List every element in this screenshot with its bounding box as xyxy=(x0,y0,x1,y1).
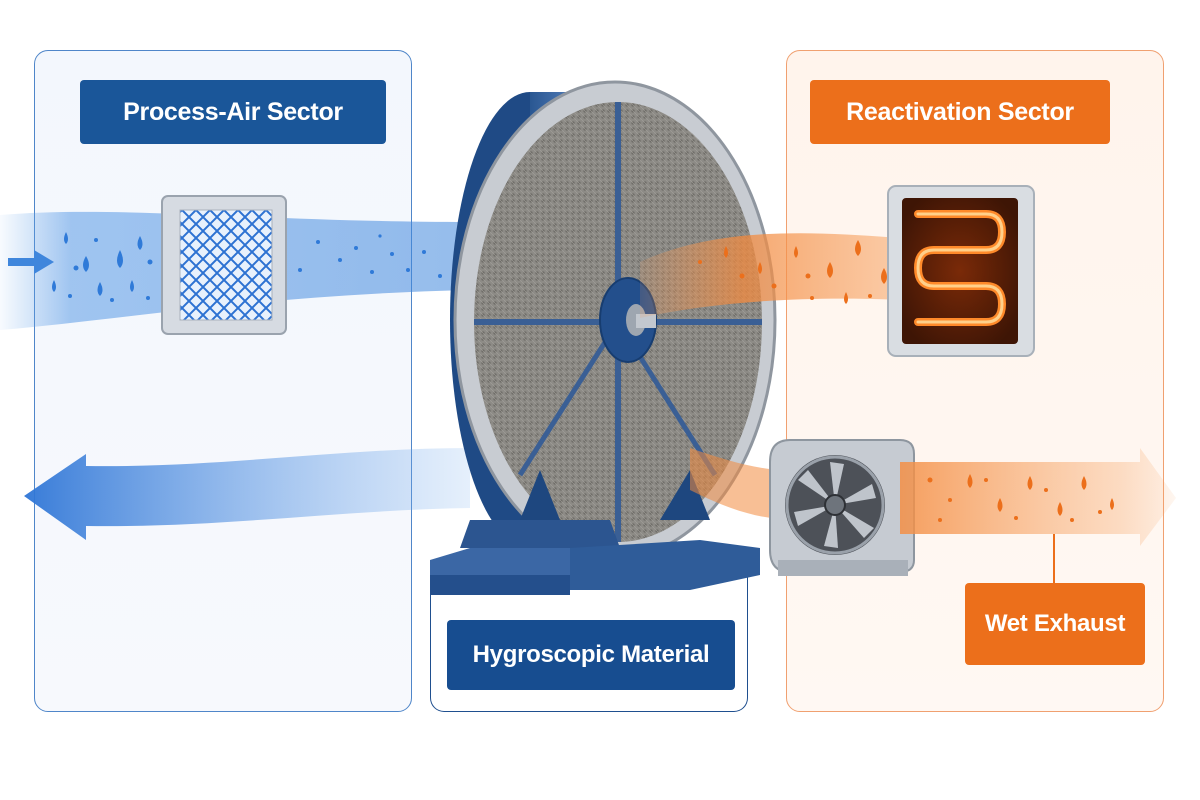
centrifugal-fan-icon xyxy=(769,439,915,576)
reactivation-sector-label: Reactivation Sector xyxy=(810,80,1110,144)
wet-exhaust-label: Wet Exhaust xyxy=(965,583,1145,665)
dry-air-outlet-stream xyxy=(24,448,470,540)
wet-exhaust-stream xyxy=(900,448,1176,546)
hygroscopic-material-label: Hygroscopic Material xyxy=(447,620,735,690)
desiccant-wheel-icon xyxy=(430,80,777,595)
heating-coil-icon xyxy=(887,185,1035,357)
air-filter-icon xyxy=(161,195,287,335)
inlet-arrow-icon xyxy=(8,250,54,274)
moisture-droplets-inlet xyxy=(52,232,442,302)
process-air-sector-panel xyxy=(34,50,412,712)
process-air-sector-label: Process-Air Sector xyxy=(80,80,386,144)
moisture-droplets-reactivation xyxy=(698,240,887,304)
moisture-droplets-exhaust xyxy=(927,474,1114,522)
